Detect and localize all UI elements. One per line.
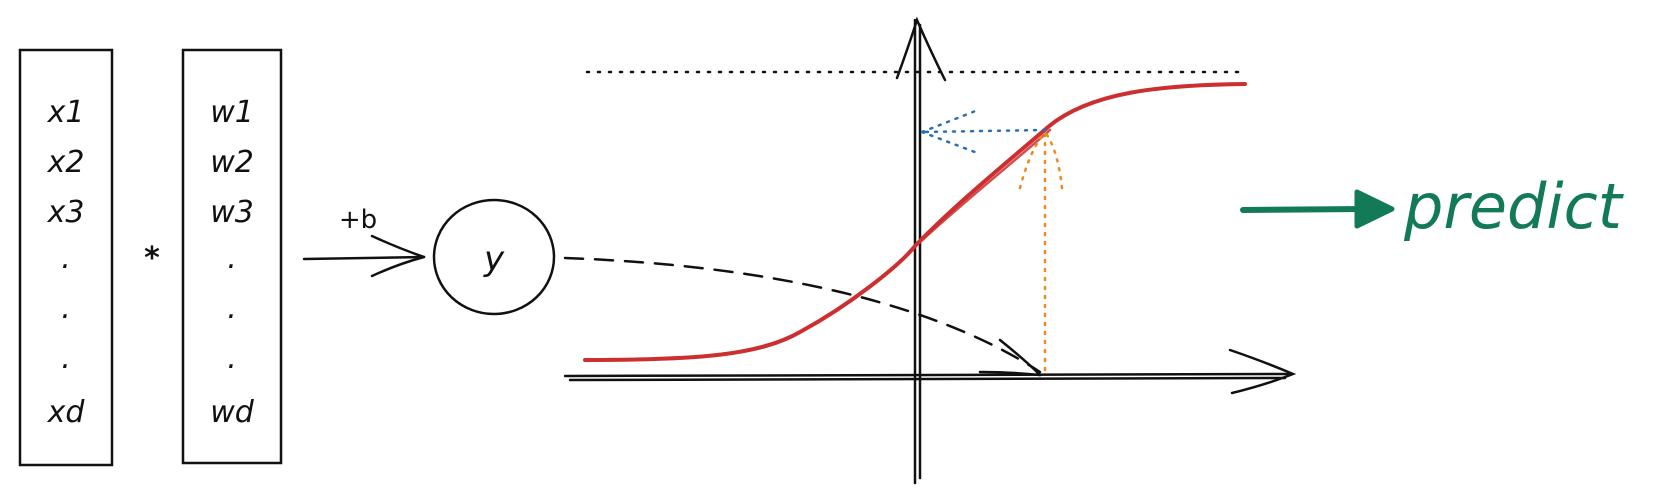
x-vector-item: xd: [47, 395, 86, 430]
x-axis-arrowhead: [1228, 348, 1297, 395]
w-vector-item: w1: [210, 95, 254, 130]
x-vector-item: x1: [47, 95, 85, 130]
bias-label: +b: [339, 205, 377, 235]
w-vector-item: .: [227, 241, 237, 276]
w-vector-item: w2: [210, 145, 254, 180]
w-vector-item: .: [227, 291, 237, 326]
axes: [563, 16, 1297, 485]
w-vector-item: wd: [210, 395, 255, 430]
node: y: [432, 198, 556, 316]
node-circle: [432, 198, 556, 316]
blue-dotted-arrow: [920, 108, 1047, 156]
multiply-symbol: *: [144, 241, 160, 276]
x-axis: [563, 372, 1292, 378]
y-axis-arrowhead: [895, 16, 947, 82]
w-vector-item: w3: [210, 195, 254, 230]
sigmoid-curve: [583, 82, 1247, 362]
x-vector-box: [18, 48, 114, 467]
dashed-arrow: [563, 256, 1042, 377]
w-vector-item: .: [227, 341, 237, 376]
x-vector: x1 x2 x3 . . . xd: [18, 48, 114, 467]
x-vector-item: .: [61, 341, 71, 376]
orange-dotted-arrow: [1018, 130, 1064, 372]
x-vector-item: x3: [47, 195, 85, 230]
x-vector-item: .: [61, 291, 71, 326]
predict-arrow: [1240, 189, 1395, 229]
w-vector: w1 w2 w3 . . . wd: [181, 48, 283, 465]
w-vector-box: [181, 48, 283, 465]
x-vector-item: x2: [47, 145, 85, 180]
x-vector-item: .: [61, 241, 71, 276]
input-arrow: [302, 234, 426, 278]
predict-label: predict: [1403, 170, 1625, 243]
node-label: y: [483, 239, 505, 279]
